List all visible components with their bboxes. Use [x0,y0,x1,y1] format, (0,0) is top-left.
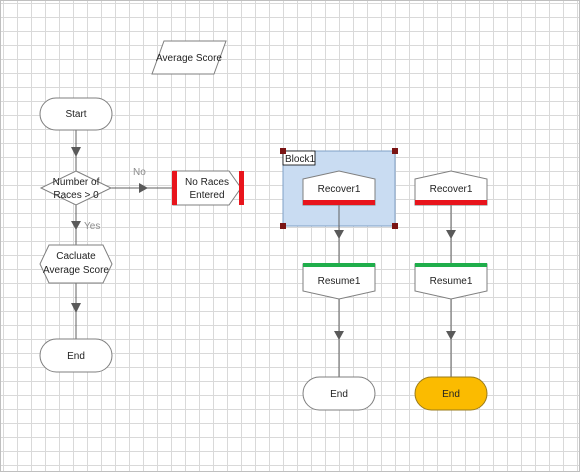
end-left-shape [39,338,113,373]
recover-right-error-bar [415,200,487,205]
block1-title-box [282,150,316,166]
arrow-into-calculate [71,221,81,230]
end-block-shape [302,376,376,411]
block1-title: Block1 [285,154,315,165]
decision-shape [39,170,113,206]
no-races-label-line-1: No Races [185,177,229,188]
calculate-label-line-2: Average Score [43,265,109,276]
decision-label-line-2: Races > 0 [53,190,99,201]
resume-block-label: Resume1 [318,276,361,287]
end-node-right[interactable]: End [414,376,488,411]
arrow-into-end-right [446,331,456,340]
block1-group[interactable]: Block1 [280,148,398,229]
decision-label-line-1: Number of [53,177,100,188]
no-races-error-bar-left [172,171,177,205]
selection-handle-bottom-right[interactable] [392,223,398,229]
end-left-label: End [67,351,85,362]
arrow-into-end-block [334,331,344,340]
data-input-label: Average Score [156,53,222,64]
resume-block-bar [303,263,375,267]
selection-handle-bottom-left[interactable] [280,223,286,229]
data-input-shape [151,40,227,75]
resume-right-label: Resume1 [430,276,473,287]
no-races-label-line-2: Entered [189,190,224,201]
end-right-shape [414,376,488,411]
calculate-average-score-node[interactable]: Cacluate Average Score [39,244,113,284]
edge-label-yes: Yes [84,221,100,232]
arrow-into-end [71,303,81,313]
selection-handle-top-right[interactable] [392,148,398,154]
edge-label-no: No [133,167,146,178]
recover-node-right[interactable]: Recover1 [414,170,488,206]
calculate-shape [39,244,113,284]
end-node-block[interactable]: End [302,376,376,411]
arrow-into-decision [71,147,81,157]
resume-node-right[interactable]: Resume1 [414,263,488,300]
recover-node-block[interactable]: Recover1 [302,170,376,206]
arrow-into-resume-right [446,230,456,239]
start-shape [39,97,113,131]
data-input-average-score[interactable]: Average Score [151,40,227,75]
no-races-error-bar-right [239,171,244,205]
recover-block-label: Recover1 [318,184,361,195]
start-label: Start [65,109,86,120]
recover-right-label: Recover1 [430,184,473,195]
end-node-left[interactable]: End [39,338,113,373]
resume-node-block[interactable]: Resume1 [302,263,376,300]
start-node[interactable]: Start [39,97,113,131]
arrow-into-resume-block [334,230,344,239]
recover-block-error-bar [303,200,375,205]
arrow-into-no-races [139,183,148,193]
calculate-label-line-1: Cacluate [56,251,96,262]
end-block-label: End [330,389,348,400]
selection-handle-top-left[interactable] [280,148,286,154]
resume-right-bar [415,263,487,267]
end-right-label: End [442,389,460,400]
no-races-entered-node[interactable]: No Races Entered [172,170,244,206]
decision-number-of-races[interactable]: Number of Races > 0 [39,170,113,206]
